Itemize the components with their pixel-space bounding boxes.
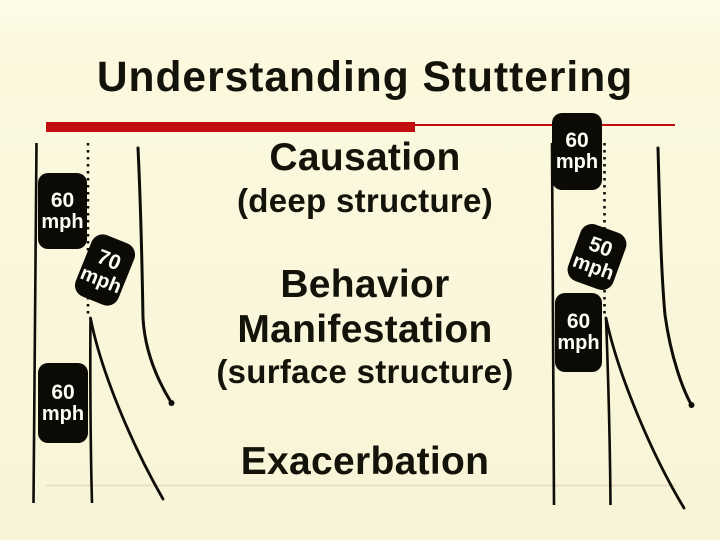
left-road-center-solid-line [89, 317, 94, 504]
speed-sign-right-bottom: 60 mph [555, 293, 602, 372]
speed-sign-value: 60 [566, 310, 591, 333]
left-road-diverging-curve [89, 316, 165, 501]
left-road-right-curve [136, 146, 173, 405]
speed-sign-unit: mph [555, 151, 599, 173]
title-underline-bar [46, 122, 415, 132]
body-line-surface-structure: (surface structure) [216, 353, 514, 390]
slide-title: Understanding Stuttering [96, 54, 634, 101]
speed-sign-value: 60 [565, 129, 589, 152]
left-curve-end-dot [168, 400, 175, 406]
body-line-manifestation: Manifestation [237, 308, 493, 351]
speed-sign-value: 60 [51, 380, 75, 404]
body-line-deep-structure: (deep structure) [236, 182, 493, 219]
left-road-edge-line [32, 142, 38, 504]
right-road-right-curve [656, 146, 693, 407]
body-line-exacerbation: Exacerbation [240, 440, 490, 483]
speed-sign-value: 60 [50, 188, 75, 212]
speed-sign-left-top: 60 mph [38, 173, 87, 249]
speed-sign-unit: mph [41, 210, 84, 233]
speed-sign-right-top: 60 mph [552, 113, 602, 190]
right-road-center-solid-line [604, 317, 612, 506]
speed-sign-left-bottom: 60 mph [38, 363, 88, 443]
body-line-behavior: Behavior [280, 263, 450, 306]
title-underline-thin-line [415, 124, 675, 126]
body-line-causation: Causation [269, 136, 461, 179]
right-curve-end-dot [688, 402, 695, 408]
right-road-diverging-curve [604, 316, 686, 510]
speed-sign-unit: mph [41, 402, 85, 425]
speed-sign-unit: mph [557, 332, 600, 354]
right-road-edge-line [550, 142, 556, 506]
